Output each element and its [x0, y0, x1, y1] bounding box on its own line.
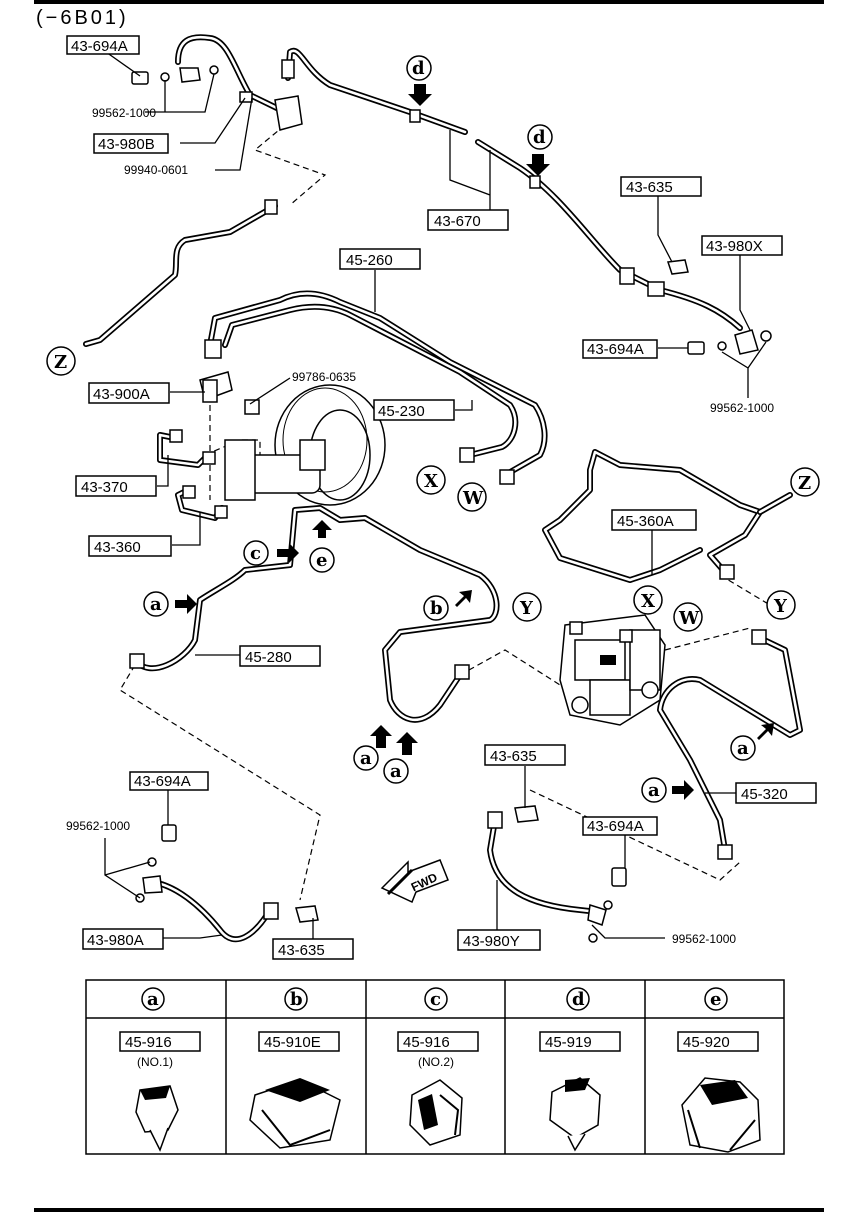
callout-d-2: d	[533, 127, 546, 148]
callout-y-right: Y	[773, 596, 788, 617]
callout-b: b	[430, 598, 443, 619]
legend-part-d: 45-919	[545, 1034, 592, 1051]
legend-note-c: (NO.2)	[418, 1055, 454, 1069]
arrow-d1	[408, 84, 432, 106]
label-43-635-bottom: 43-635	[278, 942, 325, 959]
arrow-a3	[396, 732, 418, 755]
callout-a-2: a	[360, 748, 372, 769]
clip-e-drawing	[681, 1077, 761, 1153]
callout-d-1: d	[412, 58, 425, 79]
callout-a-1: a	[150, 594, 162, 615]
label-43-900A: 43-900A	[93, 386, 150, 403]
callout-z-right: Z	[798, 473, 811, 494]
arrows	[175, 84, 774, 800]
label-45-230: 45-230	[378, 403, 425, 420]
label-43-370: 43-370	[81, 479, 128, 496]
legend-letter-e: e	[710, 989, 721, 1010]
label-45-260: 45-260	[346, 252, 393, 269]
callout-x-right: X	[641, 591, 655, 612]
label-43-980Y: 43-980Y	[463, 933, 520, 950]
fwd-indicator: FWD	[380, 859, 449, 904]
label-45-320: 45-320	[741, 786, 788, 803]
arrow-d2	[526, 154, 550, 176]
callout-x-left: X	[424, 471, 438, 492]
arrow-a1	[175, 594, 197, 614]
callout-c: c	[250, 543, 261, 564]
arrow-b	[455, 590, 472, 607]
label-99562-top: 99562-1000	[92, 106, 156, 120]
label-99786: 99786-0635	[292, 370, 356, 384]
label-43-694A-right: 43-694A	[587, 341, 644, 358]
label-99562-bottom: 99562-1000	[672, 932, 736, 946]
label-43-670: 43-670	[434, 213, 481, 230]
master-cylinder-booster	[199, 371, 386, 506]
label-43-635-right: 43-635	[626, 179, 673, 196]
legend-letter-d: d	[572, 989, 585, 1010]
label-43-694A-midright: 43-694A	[587, 818, 644, 835]
arrow-a5	[672, 780, 694, 800]
hydraulic-unit	[559, 614, 666, 726]
callout-w-left: W	[462, 488, 484, 509]
legend-part-e: 45-920	[683, 1034, 730, 1051]
callout-z-left: Z	[54, 352, 67, 373]
label-43-980X: 43-980X	[706, 238, 763, 255]
clip-legend-table: a 45-916 (NO.1) b 45-910E c 45-916 (NO.2…	[85, 979, 785, 1155]
callout-y-left: Y	[519, 598, 534, 619]
leader-lines	[104, 51, 767, 940]
label-99562-left: 99562-1000	[66, 819, 130, 833]
label-43-980B: 43-980B	[98, 136, 155, 153]
legend-part-c: 45-916	[403, 1034, 450, 1051]
junction-block	[274, 59, 303, 131]
pipe-43-670-right	[475, 139, 743, 331]
clip-a-drawing	[135, 1085, 179, 1152]
top-rule	[34, 0, 824, 4]
legend-letter-c: c	[430, 989, 441, 1010]
arrow-a4	[757, 723, 774, 740]
legend-part-b: 45-910E	[264, 1034, 321, 1051]
hose-43-980Y	[487, 817, 601, 915]
label-43-694A-left: 43-694A	[134, 773, 191, 790]
arrow-e	[312, 520, 332, 538]
label-99940: 99940-0601	[124, 163, 188, 177]
legend-letter-a: a	[147, 989, 159, 1010]
label-99562-right: 99562-1000	[710, 401, 774, 415]
label-43-360: 43-360	[94, 539, 141, 556]
label-43-694A-top: 43-694A	[71, 38, 128, 55]
label-43-635-mid: 43-635	[490, 748, 537, 765]
clip-b-drawing	[249, 1078, 341, 1149]
callout-e: e	[316, 550, 327, 571]
arrow-a2	[370, 725, 392, 748]
bottom-rule	[34, 1208, 824, 1212]
label-43-980A: 43-980A	[87, 932, 144, 949]
part-labels: 43-694A 99562-1000 43-980B 99940-0601 43…	[66, 35, 817, 960]
callout-a-5: a	[648, 780, 660, 801]
clip-d-drawing	[549, 1077, 601, 1152]
fittings	[129, 65, 772, 943]
pipe-43-670	[285, 47, 468, 135]
legend-part-a: 45-916	[125, 1034, 172, 1051]
clip-c-drawing	[409, 1079, 463, 1146]
pipe-group	[83, 34, 803, 943]
callout-a-3: a	[390, 761, 402, 782]
callout-w-right: W	[678, 608, 700, 629]
label-45-280: 45-280	[245, 649, 292, 666]
callout-a-4: a	[737, 738, 749, 759]
callouts: d d Z Z X W X W Y Y c e a b a a a a	[46, 55, 820, 803]
legend-note-a: (NO.1)	[137, 1055, 173, 1069]
arrow-c	[277, 543, 299, 563]
legend-letter-b: b	[290, 989, 303, 1010]
diagram-code: (−6B01)	[36, 7, 129, 29]
label-45-360A: 45-360A	[617, 513, 674, 530]
